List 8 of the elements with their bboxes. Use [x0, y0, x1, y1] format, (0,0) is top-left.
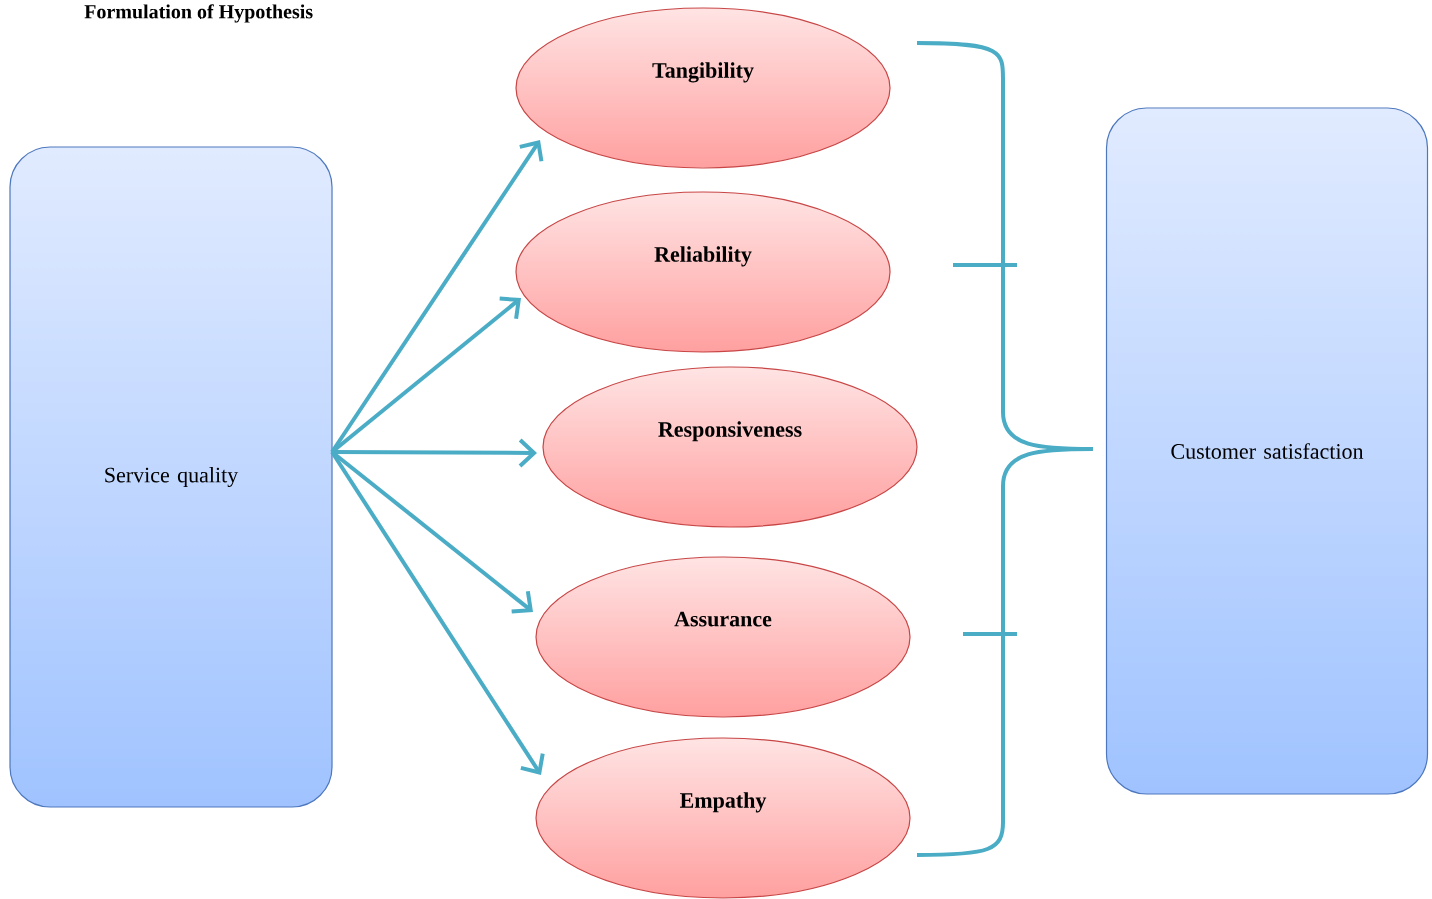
- arrow: [330, 140, 544, 454]
- rounded-box: Customer satisfaction: [1105, 107, 1429, 795]
- rounded-box: Service quality: [9, 146, 333, 808]
- title: Formulation of Hypothesis: [84, 4, 313, 23]
- arrow: [332, 438, 537, 468]
- arrow: [330, 450, 533, 614]
- arrow: [330, 296, 521, 454]
- arrow: [330, 450, 545, 775]
